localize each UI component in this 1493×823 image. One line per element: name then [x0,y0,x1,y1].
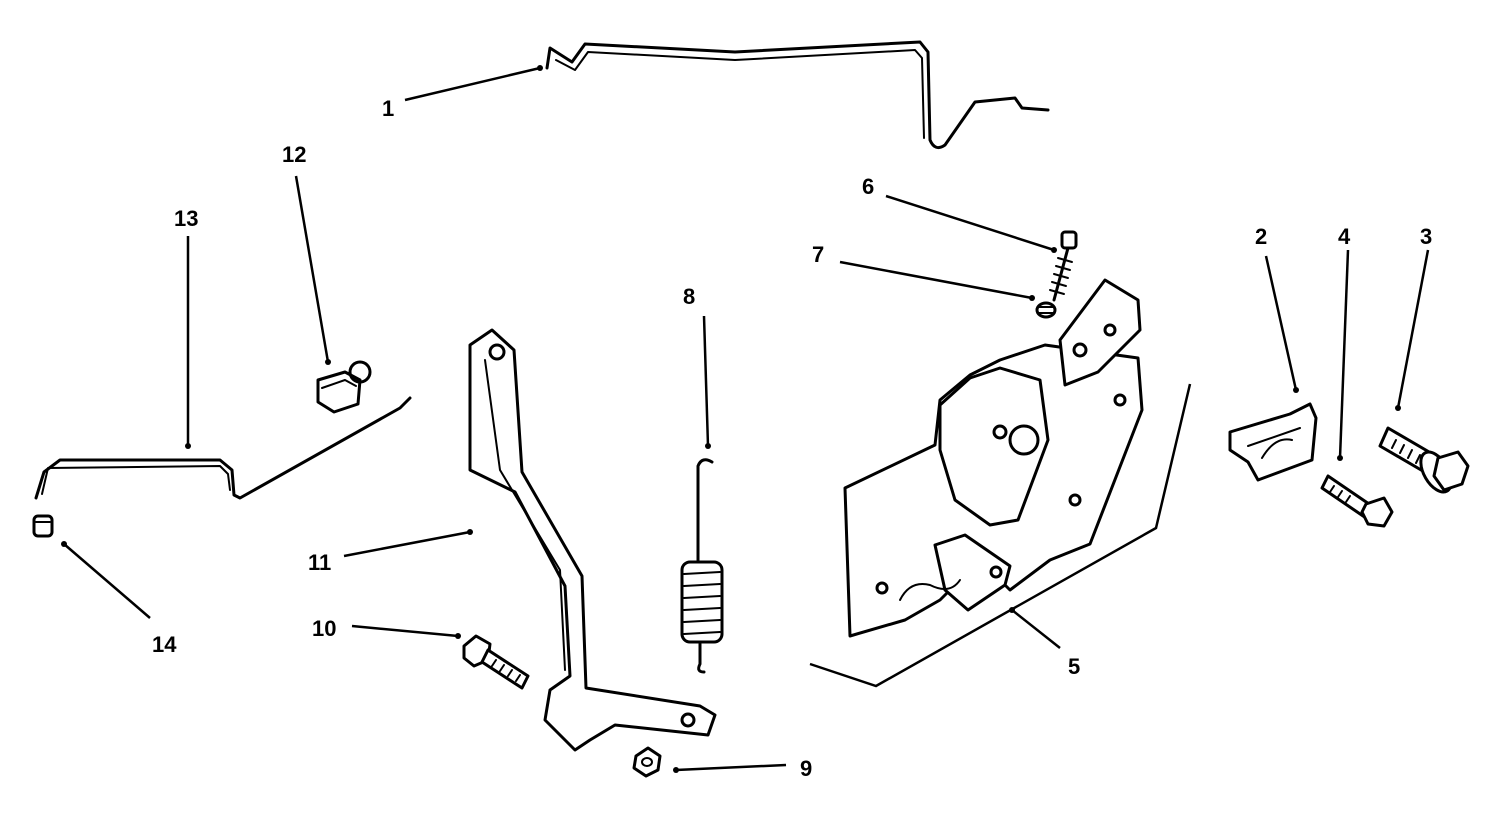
leader-9 [675,763,787,772]
callout-4: 4 [1338,224,1351,249]
leader-12 [294,175,330,363]
callout-14: 14 [152,632,177,657]
leader-14 [63,543,151,619]
callout-9: 9 [800,756,812,781]
leader-8 [702,315,710,447]
callout-7: 7 [812,242,824,267]
callout-11: 11 [308,550,331,575]
callout-8: 8 [683,284,695,309]
part-12-clip [316,360,372,414]
leader-dots [61,65,1401,773]
part-13-throttle-rod [34,396,412,500]
part-4-bolt [1320,474,1394,528]
part-6-screw [1049,230,1078,302]
part-3-flange-bolt [1378,426,1470,494]
leader-3 [1396,249,1430,409]
part-1-link-rod [545,40,1050,150]
callout-6: 6 [862,174,874,199]
callout-12: 12 [282,142,306,167]
part-10-bolt [462,634,530,690]
callout-2: 2 [1255,224,1267,249]
leader-7 [839,260,1033,300]
leader-lines [63,66,1430,772]
reference-bracket [809,383,1192,688]
leader-5 [1011,609,1061,649]
part-2-bracket [1228,402,1318,482]
part-8-spring [680,458,724,674]
callout-3: 3 [1420,224,1432,249]
leader-2 [1264,255,1298,391]
leader-6 [885,194,1055,252]
part-7-spring [1035,301,1057,319]
callout-5: 5 [1068,654,1080,679]
callout-10: 10 [312,616,336,641]
part-14-nut [32,514,54,538]
leader-4 [1338,249,1350,459]
part-5-governor-plate [843,278,1144,638]
callout-13: 13 [174,206,198,231]
leader-10 [351,624,459,638]
callout-1: 1 [382,96,394,121]
leader-11 [343,530,471,558]
part-11-control-lever [468,328,717,752]
part-9-nut [632,746,662,778]
callout-labels: 1 12 13 14 11 10 9 8 6 7 5 2 4 3 [152,96,1432,781]
leader-1 [404,66,541,102]
